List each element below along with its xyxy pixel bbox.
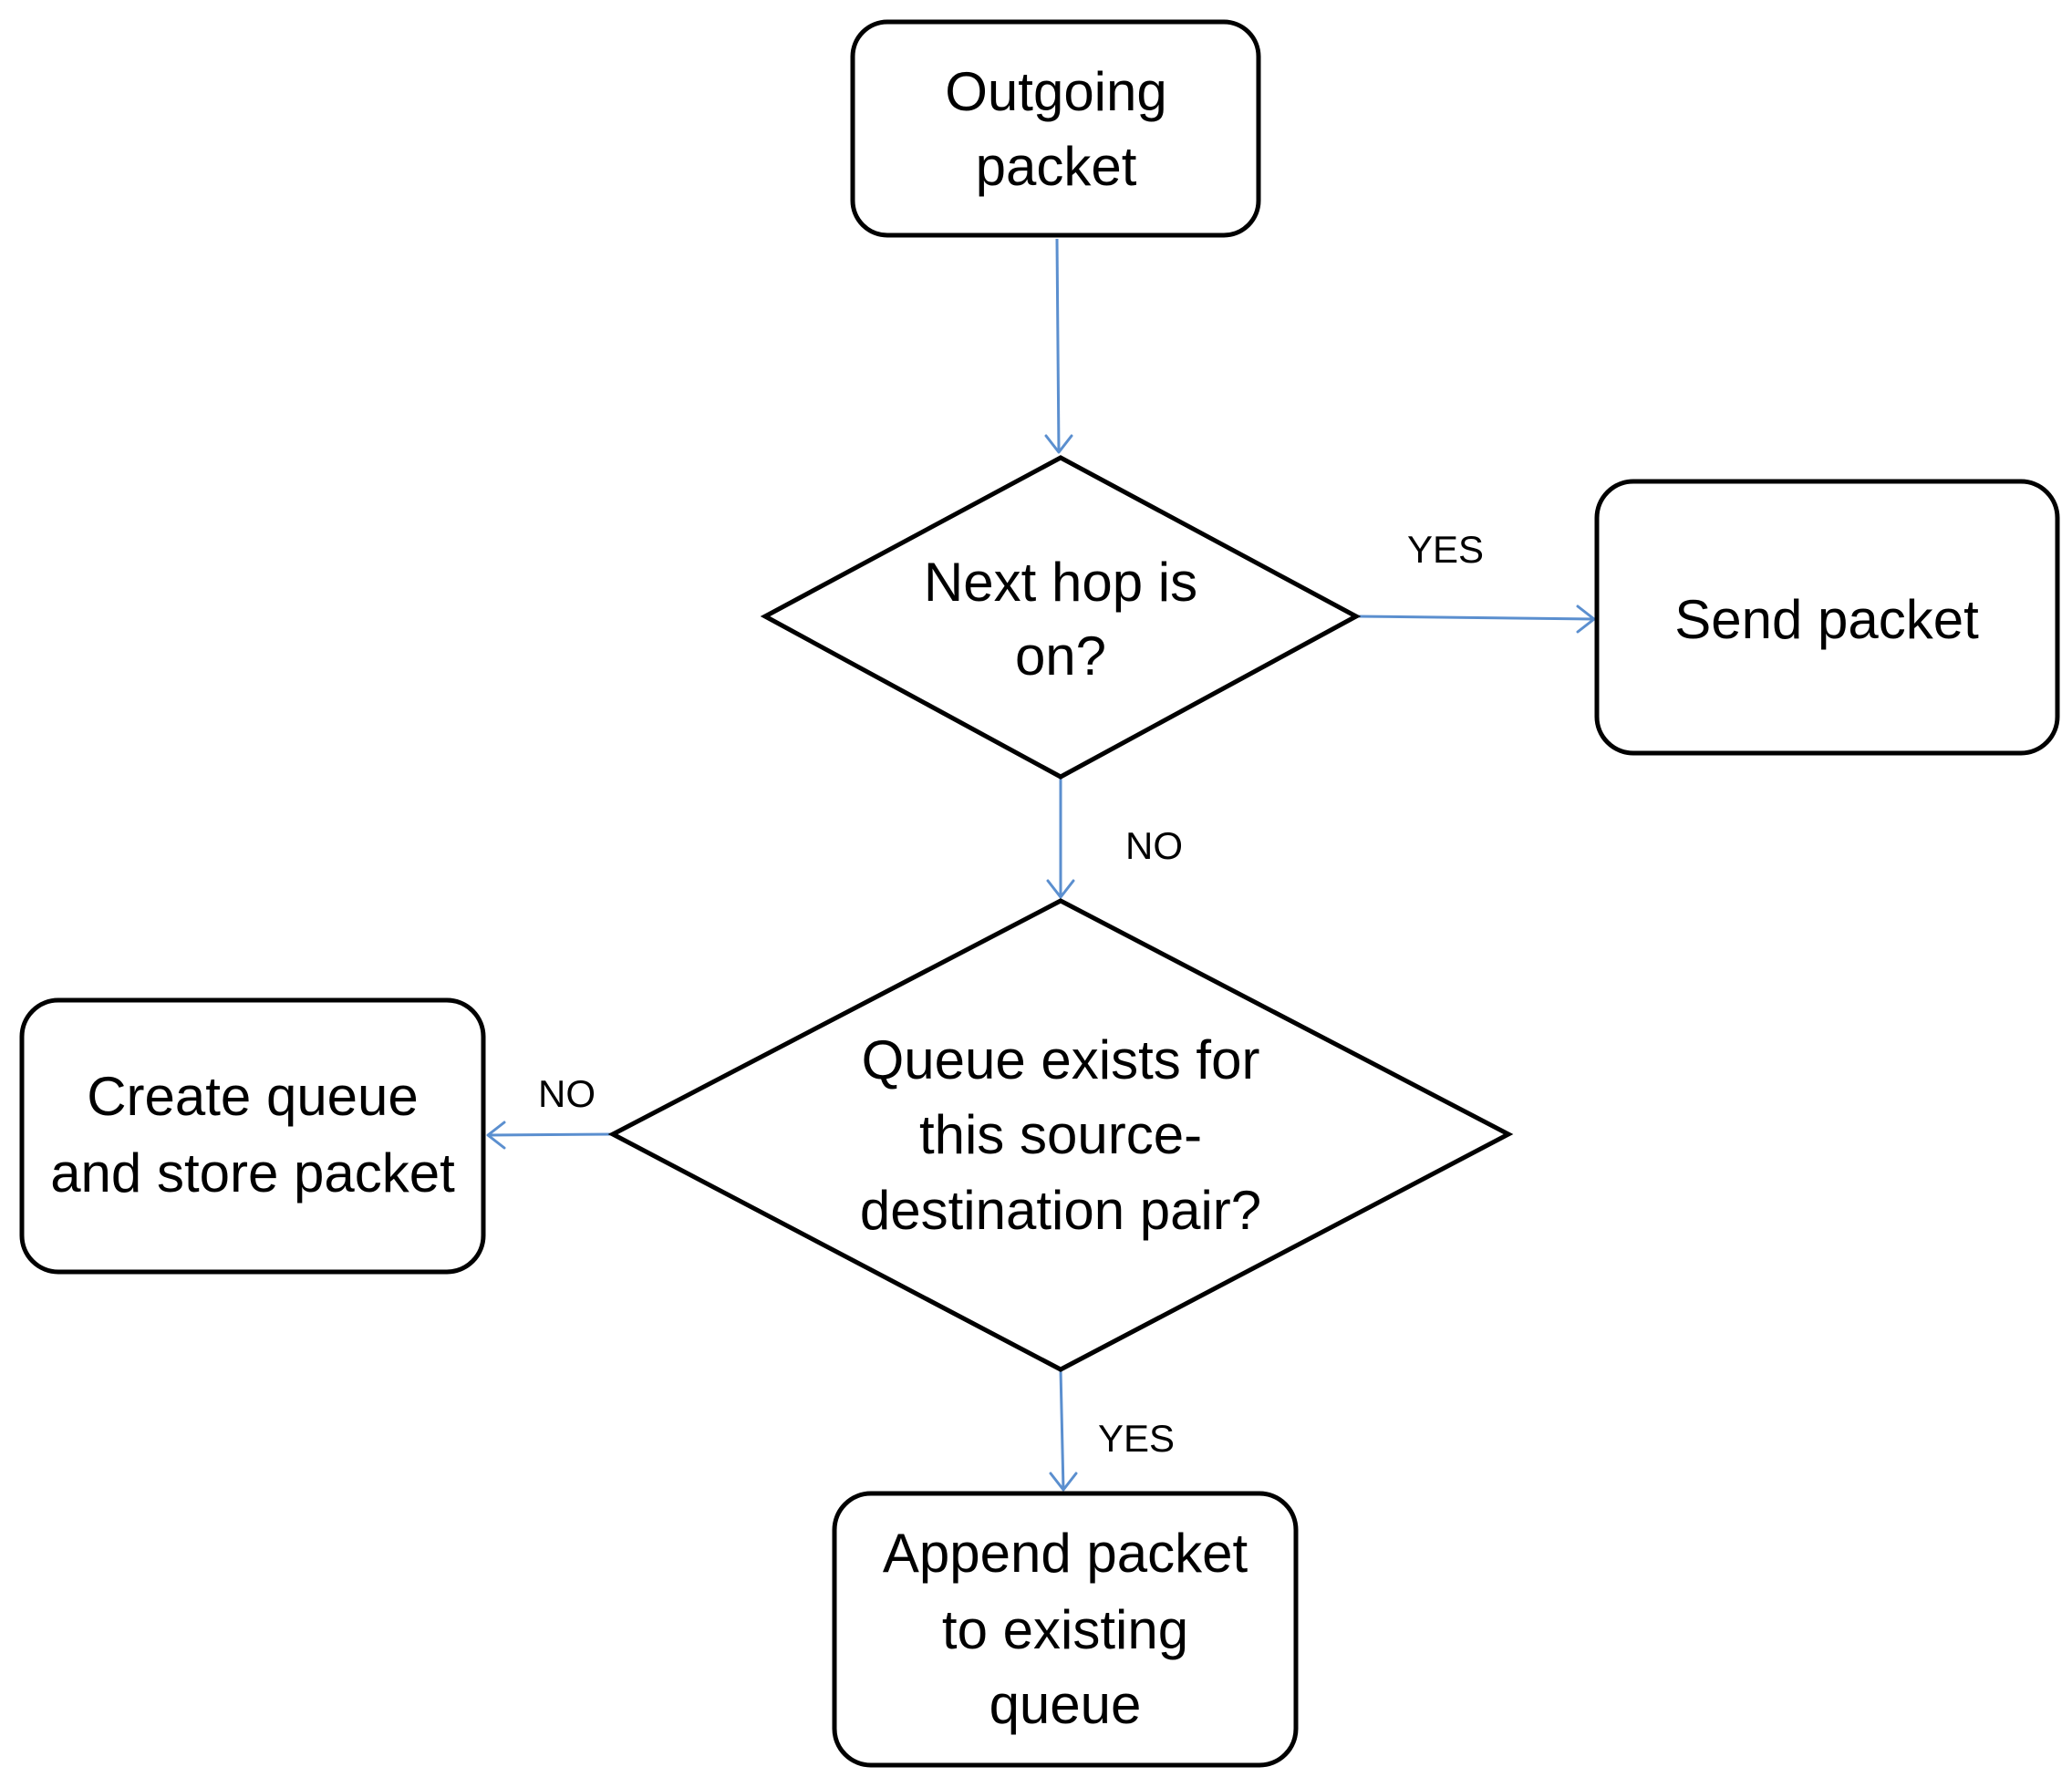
node-send-packet-line-1: Send packet bbox=[1674, 589, 1979, 650]
node-send-packet: Send packet bbox=[1594, 479, 2060, 756]
node-append-packet-line-3: queue bbox=[989, 1674, 1142, 1735]
node-append-packet: Append packet to existing queue bbox=[832, 1491, 1299, 1768]
edge-label-yes-append: YES bbox=[1098, 1417, 1175, 1460]
node-append-packet-line-1: Append packet bbox=[883, 1523, 1248, 1584]
edge-nexthop-to-send-yes: YES bbox=[1355, 528, 1596, 634]
node-next-hop-line-2: on? bbox=[1015, 625, 1106, 687]
edge-label-no-queue: NO bbox=[1125, 824, 1183, 867]
edge-nexthop-to-queue-no: NO bbox=[1046, 777, 1183, 899]
edge-label-no-create: NO bbox=[538, 1072, 596, 1115]
node-append-packet-line-2: to existing bbox=[942, 1599, 1188, 1660]
node-queue-exists-line-2: this source- bbox=[919, 1104, 1202, 1165]
edge-queue-to-create-no: NO bbox=[486, 1072, 614, 1150]
node-next-hop-decision: Next hop is on? bbox=[760, 455, 1362, 780]
node-outgoing-packet-line-1: Outgoing bbox=[945, 61, 1167, 122]
node-create-queue-line-2: and store packet bbox=[50, 1142, 455, 1204]
node-next-hop-line-1: Next hop is bbox=[924, 552, 1197, 613]
node-queue-exists-line-1: Queue exists for bbox=[862, 1029, 1260, 1090]
edge-queue-to-append-yes: YES bbox=[1049, 1369, 1175, 1492]
edge-label-yes-send: YES bbox=[1407, 528, 1484, 571]
node-create-queue: Create queue and store packet bbox=[19, 997, 486, 1275]
node-queue-exists-line-3: destination pair? bbox=[860, 1180, 1261, 1241]
edge-outgoing-to-nexthop bbox=[1044, 238, 1073, 454]
node-queue-exists-decision: Queue exists for this source- destinatio… bbox=[607, 898, 1514, 1372]
node-create-queue-line-1: Create queue bbox=[87, 1066, 419, 1127]
node-outgoing-packet: Outgoing packet bbox=[850, 19, 1261, 238]
node-outgoing-packet-line-2: packet bbox=[976, 136, 1137, 197]
